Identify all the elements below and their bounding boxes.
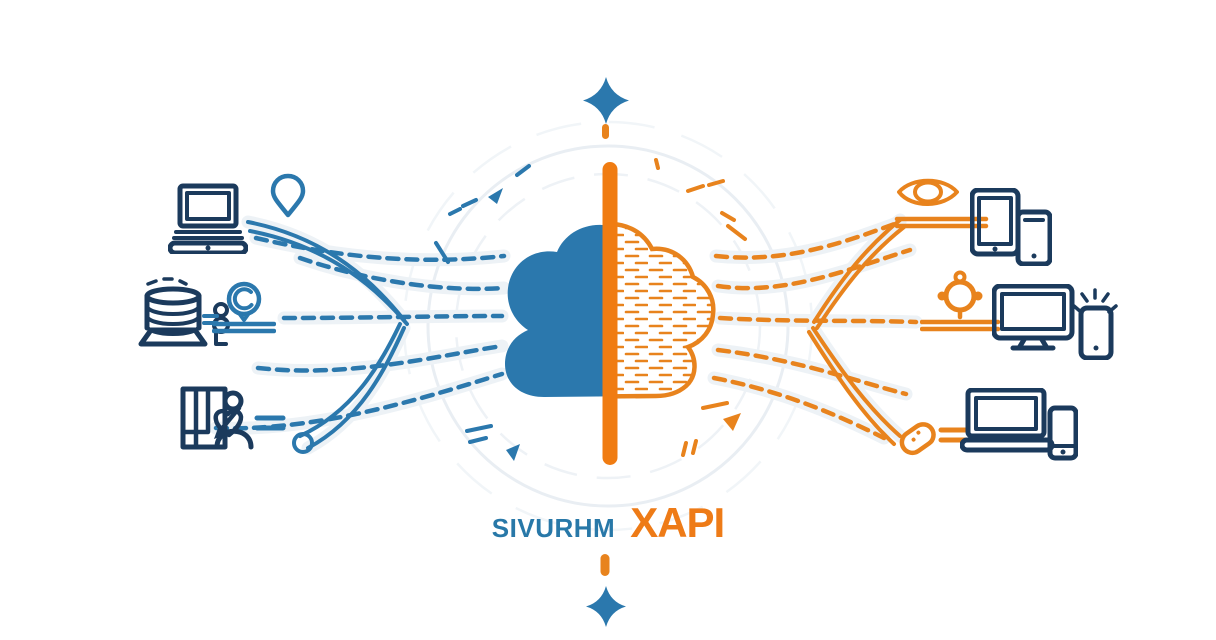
laptop-phone-icon — [960, 388, 1078, 461]
library-user-icon — [180, 386, 254, 450]
axis-markers — [583, 77, 629, 627]
split-cloud — [505, 162, 713, 465]
equals-icon — [254, 415, 286, 431]
right-system-label: XAPI — [630, 499, 725, 546]
sparkle-top-icon — [583, 77, 629, 124]
mouse-icon — [899, 422, 936, 456]
left-system-label: SIVURHM — [491, 513, 616, 543]
phone-notification-icon — [1072, 288, 1118, 360]
ring-marks — [434, 158, 747, 461]
desktop-monitor-icon — [992, 284, 1075, 351]
location-pin-icon — [270, 173, 306, 218]
sparkle-bottom-icon — [586, 586, 626, 627]
system-labels: SIVURHM XAPI — [0, 499, 1216, 547]
tablet-phone-icon — [970, 188, 1052, 266]
webcam-icon — [212, 281, 276, 334]
laptop-icon — [168, 183, 248, 254]
divider-bar — [602, 162, 618, 465]
network-node-icon — [920, 270, 1001, 332]
flow-lines-left — [216, 220, 504, 454]
